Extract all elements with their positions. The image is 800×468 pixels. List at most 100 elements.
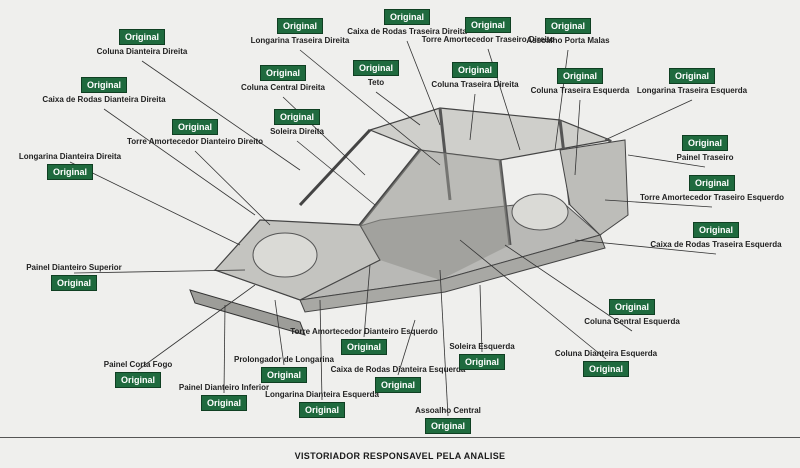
part-label: Coluna Dianteira Direita bbox=[96, 47, 188, 56]
status-badge: Original bbox=[259, 65, 306, 81]
part-label: Caixa de Rodas Dianteira Direita bbox=[42, 95, 166, 104]
status-badge: Original bbox=[114, 372, 161, 388]
status-badge: Original bbox=[383, 9, 430, 25]
status-badge: Original bbox=[458, 354, 505, 370]
rear-quarter bbox=[559, 139, 629, 236]
part-label: Longarina Traseira Esquerda bbox=[636, 86, 748, 95]
leader-line-longarina-traseira-esquerda bbox=[604, 99, 693, 141]
footer-title: VISTORIADOR RESPONSAVEL PELA ANALISE bbox=[294, 451, 506, 461]
status-badge: Original bbox=[544, 18, 591, 34]
part-label: Torre Amortecedor Traseiro Esquerdo bbox=[639, 193, 785, 202]
part-label: Caixa de Rodas Traseira Esquerda bbox=[650, 240, 782, 249]
status-badge: Original bbox=[80, 77, 127, 93]
status-badge: Original bbox=[260, 367, 307, 383]
leader-line-coluna-traseira-esquerda bbox=[574, 99, 581, 176]
part-label: Coluna Traseira Esquerda bbox=[530, 86, 630, 95]
status-badge: Original bbox=[688, 175, 735, 191]
part-longarina-traseira-direita: Longarina Traseira Direita Original bbox=[225, 16, 375, 46]
status-badge: Original bbox=[424, 418, 471, 434]
status-badge: Original bbox=[118, 29, 165, 45]
status-badge: Original bbox=[668, 68, 715, 84]
status-badge: Original bbox=[582, 361, 629, 377]
part-torre-amortecedor-traseiro-direito: Torre Amortecedor Traseiro Direito Origin… bbox=[413, 15, 563, 45]
part-label: Coluna Central Direita bbox=[240, 83, 325, 92]
part-label: Soleira Esquerda bbox=[449, 342, 515, 351]
part-label: Torre Amortecedor Dianteiro Esquerdo bbox=[290, 327, 438, 336]
leader-line-longarina-dianteira-esquerda bbox=[319, 299, 323, 401]
part-label: Painel Corta Fogo bbox=[103, 360, 173, 369]
leader-line-soleira-direita bbox=[296, 140, 376, 206]
leader-line-torre-amortecedor-dianteiro-esquerdo bbox=[363, 264, 371, 338]
leader-line-coluna-dianteira-esquerda bbox=[459, 239, 607, 360]
leader-line-caixa-rodas-traseira-direita bbox=[406, 40, 441, 126]
front-wheel-arch bbox=[252, 232, 318, 278]
leader-line-torre-amortecedor-dianteiro-direito bbox=[194, 150, 271, 226]
part-label: Caixa de Rodas Traseira Direita bbox=[347, 27, 467, 36]
status-badge: Original bbox=[608, 299, 655, 315]
leader-line-painel-dianteiro-superior bbox=[73, 269, 246, 274]
status-badge: Original bbox=[171, 119, 218, 135]
status-badge: Original bbox=[451, 62, 498, 78]
status-badge: Original bbox=[50, 275, 97, 291]
part-caixa-rodas-traseira-direita: Caixa de Rodas Traseira Direita Original bbox=[332, 7, 482, 37]
leader-line-assoalho-porta-malas bbox=[554, 49, 569, 151]
leader-line-longarina-traseira-direita bbox=[299, 49, 441, 166]
part-label: Longarina Dianteira Esquerda bbox=[265, 390, 379, 399]
leader-line-caixa-rodas-dianteira-esquerda bbox=[397, 319, 416, 376]
part-label: Coluna Traseira Direita bbox=[431, 80, 519, 89]
part-longarina-traseira-esquerda: Longarina Traseira Esquerda Original bbox=[617, 66, 767, 96]
inner-shading bbox=[360, 150, 510, 280]
leader-line-painel-dianteiro-inferior bbox=[223, 304, 226, 394]
part-caixa-rodas-dianteira-direita: Caixa de Rodas Dianteira Direita Original bbox=[29, 75, 179, 105]
leader-line-caixa-rodas-dianteira-direita bbox=[103, 108, 256, 216]
part-label: Painel Traseiro bbox=[676, 153, 734, 162]
status-badge: Original bbox=[298, 402, 345, 418]
leader-line-painel-corta-fogo bbox=[137, 284, 256, 371]
part-coluna-traseira-direita: Coluna Traseira Direita Original bbox=[400, 60, 550, 90]
status-badge: Original bbox=[273, 109, 320, 125]
leader-line-torre-amortecedor-traseiro-esquerdo bbox=[604, 199, 713, 208]
part-label: Torre Amortecedor Dianteiro Direito bbox=[126, 137, 264, 146]
part-label: Torre Amortecedor Traseiro Direito bbox=[421, 35, 555, 44]
footer-rule bbox=[0, 437, 800, 438]
part-coluna-dianteira-direita: Coluna Dianteira Direita Original bbox=[67, 27, 217, 57]
part-label: Painel Dianteiro Superior bbox=[26, 263, 122, 272]
leader-line-coluna-central-esquerda bbox=[504, 244, 633, 332]
part-label: Longarina Dianteira Direita bbox=[18, 152, 122, 161]
status-badge: Original bbox=[692, 222, 739, 238]
leader-line-painel-traseiro bbox=[627, 154, 706, 168]
leader-line-soleira-esquerda bbox=[479, 284, 483, 353]
front-bumper-beam bbox=[189, 289, 306, 336]
status-badge: Original bbox=[340, 339, 387, 355]
status-badge: Original bbox=[374, 377, 421, 393]
leader-line-prolongador-longarina bbox=[274, 299, 285, 366]
part-label: Caixa de Rodas Dianteira Esquerda bbox=[330, 365, 466, 374]
leader-line-coluna-traseira-direita bbox=[469, 93, 476, 141]
part-torre-amortecedor-dianteiro-direito: Torre Amortecedor Dianteiro Direito Origi… bbox=[120, 117, 270, 147]
status-badge: Original bbox=[276, 18, 323, 34]
part-label: Coluna Central Esquerda bbox=[584, 317, 680, 326]
part-coluna-central-direita: Coluna Central Direita Original bbox=[208, 63, 358, 93]
part-label: Painel Dianteiro Inferior bbox=[178, 383, 270, 392]
status-badge: Original bbox=[464, 17, 511, 33]
leader-line-teto bbox=[375, 91, 421, 126]
part-label: Teto bbox=[367, 78, 385, 87]
status-badge: Original bbox=[200, 395, 247, 411]
status-badge: Original bbox=[681, 135, 728, 151]
leader-line-caixa-rodas-traseira-esquerda bbox=[574, 239, 717, 255]
part-label: Longarina Traseira Direita bbox=[250, 36, 350, 45]
part-label: Prolongador de Longarina bbox=[233, 355, 334, 364]
